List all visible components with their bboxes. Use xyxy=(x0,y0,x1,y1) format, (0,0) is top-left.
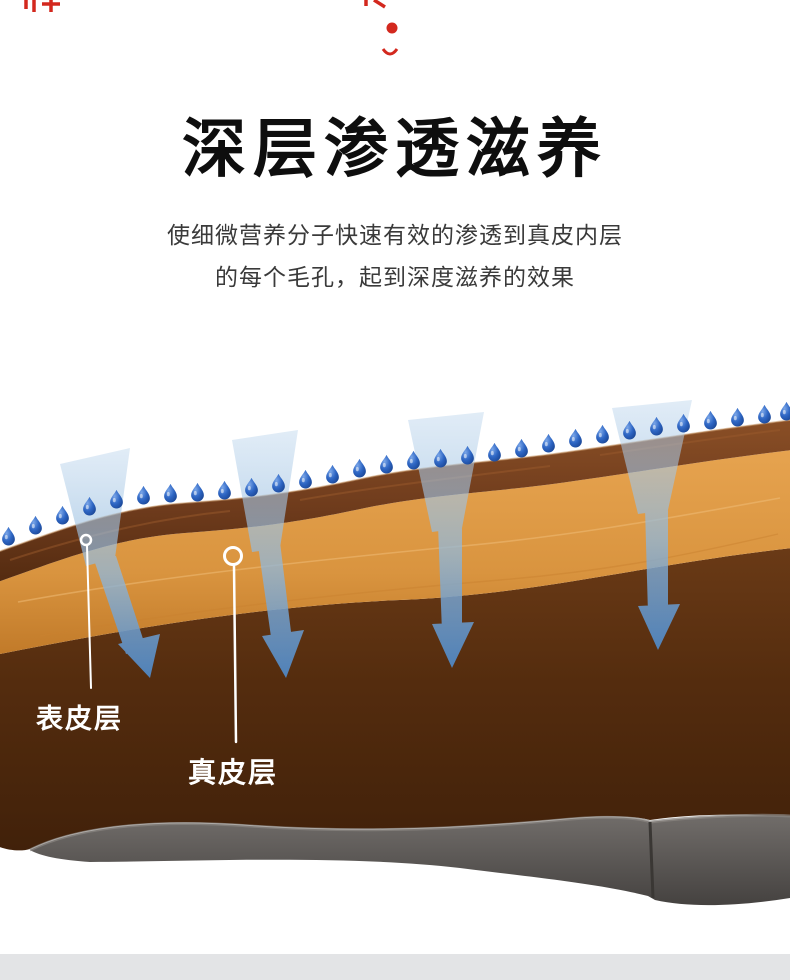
water-droplet xyxy=(596,424,609,444)
sole-welt-line xyxy=(29,813,790,852)
water-droplet xyxy=(29,515,42,535)
water-droplet xyxy=(704,410,717,430)
label-surface-layer: 表皮层 xyxy=(36,533,123,734)
surface-layer-label: 表皮层 xyxy=(36,704,123,734)
subtitle-line-1: 使细微营养分子快速有效的渗透到真皮内层 xyxy=(167,222,623,248)
label-dermis-layer: 真皮层 xyxy=(188,546,278,788)
decor-fragment-top-center xyxy=(364,0,386,9)
water-droplet xyxy=(137,485,150,505)
water-droplet xyxy=(569,428,582,448)
water-droplet xyxy=(780,401,790,421)
decor-red-dot xyxy=(386,22,398,34)
water-droplet xyxy=(218,480,231,500)
heel-seam-line xyxy=(648,821,655,899)
leather-texture-streak xyxy=(39,533,779,637)
next-section-strip xyxy=(0,954,790,980)
penetration-arrow xyxy=(408,412,484,668)
dermis-layer-shape xyxy=(0,548,790,851)
label-marker-circle xyxy=(79,533,93,547)
water-droplet xyxy=(731,407,744,427)
water-droplet xyxy=(515,438,528,458)
water-droplet xyxy=(2,526,15,546)
decor-fragment-top-left xyxy=(24,0,60,12)
label-leader-line xyxy=(232,564,238,744)
subtitle-line-2: 的每个毛孔，起到深度滋养的效果 xyxy=(215,264,575,290)
decor-fragment-below-dot xyxy=(381,48,399,56)
water-droplet xyxy=(758,404,771,424)
water-droplet xyxy=(164,483,177,503)
water-droplet xyxy=(488,442,501,462)
label-leader-line xyxy=(86,545,92,689)
water-droplet xyxy=(542,433,555,453)
water-droplet xyxy=(326,464,339,484)
label-marker-circle xyxy=(223,546,243,566)
water-droplet xyxy=(191,482,204,502)
water-droplet xyxy=(299,469,312,489)
page-title: 深层渗透滋养 xyxy=(182,113,608,185)
grain-layer-shape xyxy=(0,420,790,582)
dermis-layer-label: 真皮层 xyxy=(188,757,278,788)
water-droplet xyxy=(380,454,393,474)
decor-red-fragments xyxy=(24,0,399,56)
water-droplet xyxy=(353,458,366,478)
water-droplet xyxy=(56,505,69,525)
penetration-arrow xyxy=(612,400,692,650)
shoe-sole-shape xyxy=(30,815,790,906)
